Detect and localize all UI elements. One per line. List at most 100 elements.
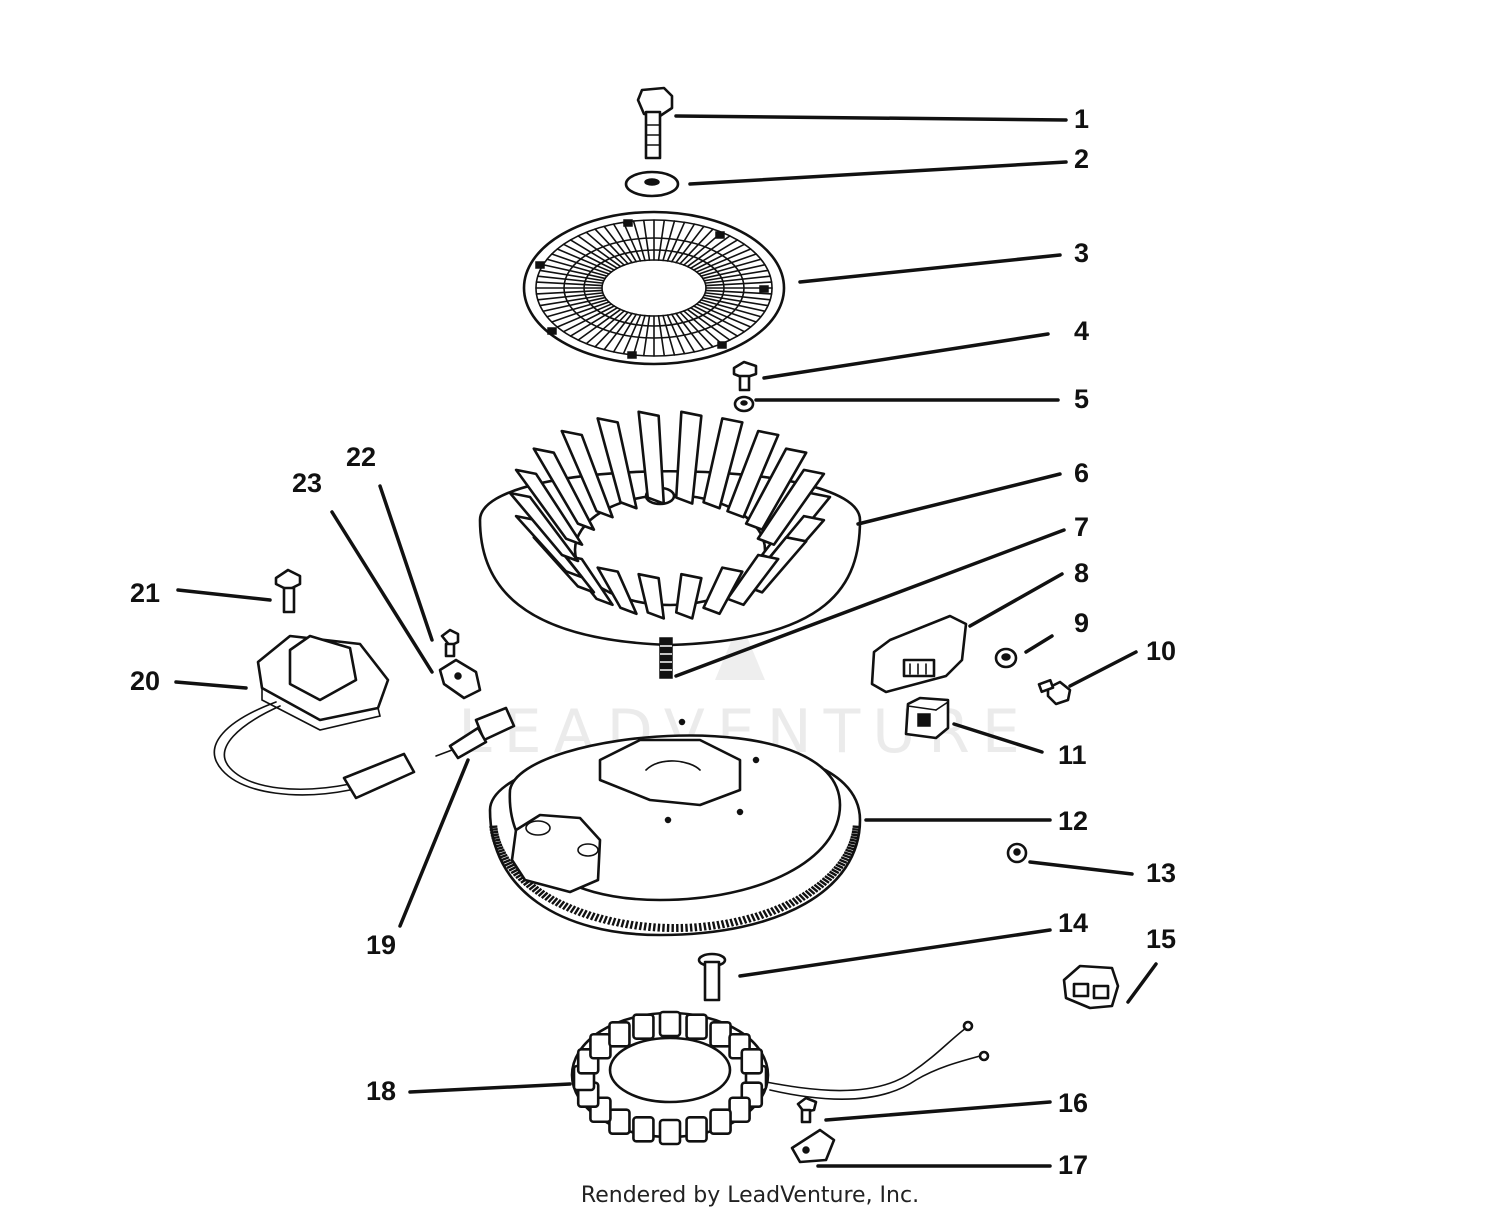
grille-spoke — [695, 303, 752, 328]
grille-spoke — [594, 228, 629, 265]
grille-spoke — [556, 248, 613, 273]
fan-blade — [756, 468, 826, 546]
flywheel-tooth — [551, 897, 559, 905]
flywheel-tooth — [491, 835, 500, 840]
flywheel-tooth — [798, 893, 806, 902]
part-nut-13 — [1006, 842, 1028, 864]
flywheel-tooth — [837, 861, 846, 867]
flywheel-tooth — [492, 838, 501, 843]
flywheel-tooth — [634, 921, 639, 930]
flywheel-tooth — [569, 905, 577, 914]
flywheel-tooth — [598, 914, 604, 923]
flywheel-tooth — [813, 883, 822, 891]
flywheel-tooth — [528, 883, 537, 891]
fan-blade — [674, 410, 703, 505]
callout-8: 8 — [1074, 558, 1089, 588]
flywheel-tooth — [504, 861, 513, 867]
grille-spoke — [689, 306, 739, 337]
flywheel-tooth — [781, 902, 788, 911]
flywheel-tooth — [716, 920, 721, 930]
flywheel-tooth — [791, 897, 799, 905]
grille-spoke — [686, 235, 731, 268]
callout-1: 1 — [1074, 104, 1089, 134]
flywheel-tooth — [494, 843, 503, 848]
grille-spoke — [536, 292, 604, 301]
flywheel-tooth — [562, 902, 569, 911]
fan-blade — [596, 566, 638, 616]
grille-spoke — [546, 299, 608, 318]
grille-spoke — [666, 221, 686, 262]
flywheel-tooth — [733, 917, 739, 926]
grille-spoke — [536, 275, 604, 284]
flywheel-tooth — [497, 851, 507, 856]
flywheel-tooth — [819, 879, 828, 887]
flywheel-tooth — [544, 893, 552, 902]
flywheel-tooth — [490, 833, 499, 837]
flywheel-tooth — [845, 848, 854, 854]
flywheel-tooth — [821, 877, 830, 884]
stator-coil — [709, 1108, 732, 1135]
flywheel-tooth — [762, 909, 769, 918]
flywheel-tooth — [534, 887, 543, 895]
flywheel-tooth — [801, 891, 810, 900]
stator-coil — [632, 1116, 655, 1143]
flywheel-tooth — [643, 922, 647, 931]
part-ignition-module-20 — [213, 634, 416, 800]
grille-spoke — [704, 275, 772, 284]
flywheel-tooth — [647, 922, 652, 932]
flywheel-tooth — [493, 841, 502, 846]
grille-spoke — [703, 269, 769, 282]
grille-spoke — [577, 308, 622, 341]
part-rectifier-8 — [870, 614, 968, 694]
flywheel-tooth — [652, 923, 656, 932]
flywheel-tooth — [746, 914, 752, 923]
callout-6: 6 — [1074, 458, 1089, 488]
grille-spoke — [679, 228, 714, 265]
part-screw-21 — [274, 568, 302, 614]
part-screw-22 — [440, 628, 460, 658]
grille-spoke — [535, 281, 603, 287]
stator-coil — [709, 1021, 732, 1048]
grille-spoke — [603, 312, 633, 351]
part-washer-2 — [624, 170, 680, 198]
grille-spoke — [705, 289, 773, 295]
grille-spoke — [702, 263, 766, 280]
flywheel-tooth — [495, 846, 504, 851]
part-connector-15 — [1062, 964, 1120, 1010]
stator-coil — [608, 1108, 631, 1135]
flywheel-tooth — [657, 923, 661, 932]
flywheel-tooth — [594, 913, 600, 922]
callout-17: 17 — [1058, 1150, 1088, 1180]
fan-blade — [702, 417, 744, 510]
grille-spoke — [569, 239, 619, 270]
flywheel-tooth — [489, 827, 498, 832]
part-grille-screen-3 — [522, 210, 786, 366]
flywheel-tooth — [777, 903, 785, 912]
grille-spoke — [683, 310, 723, 345]
grille-spoke — [679, 311, 714, 348]
fan-blade — [532, 447, 596, 531]
grille-spoke — [542, 263, 606, 280]
flywheel-tooth — [703, 922, 707, 931]
grille-spoke — [700, 299, 762, 318]
flywheel-tooth — [833, 865, 842, 872]
grille-spoke — [551, 301, 610, 323]
grille-spoke — [594, 311, 629, 348]
part-screw-10 — [1037, 678, 1072, 706]
grille-spoke — [562, 305, 615, 333]
flywheel-tooth — [547, 895, 555, 903]
flywheel-tooth — [852, 827, 861, 832]
flywheel-tooth — [489, 825, 498, 829]
flywheel-tooth — [840, 856, 850, 862]
part-screw-16 — [796, 1096, 818, 1124]
flywheel-tooth — [662, 923, 665, 932]
callout-19: 19 — [366, 930, 396, 960]
grille-spoke — [562, 243, 615, 271]
grille-spoke — [556, 303, 613, 328]
flywheel-tooth — [506, 863, 515, 870]
grille-spoke — [670, 313, 696, 353]
grille-spoke — [675, 312, 705, 351]
flywheel-tooth — [537, 889, 546, 897]
callout-12: 12 — [1058, 806, 1088, 836]
grille-spoke — [585, 231, 625, 266]
